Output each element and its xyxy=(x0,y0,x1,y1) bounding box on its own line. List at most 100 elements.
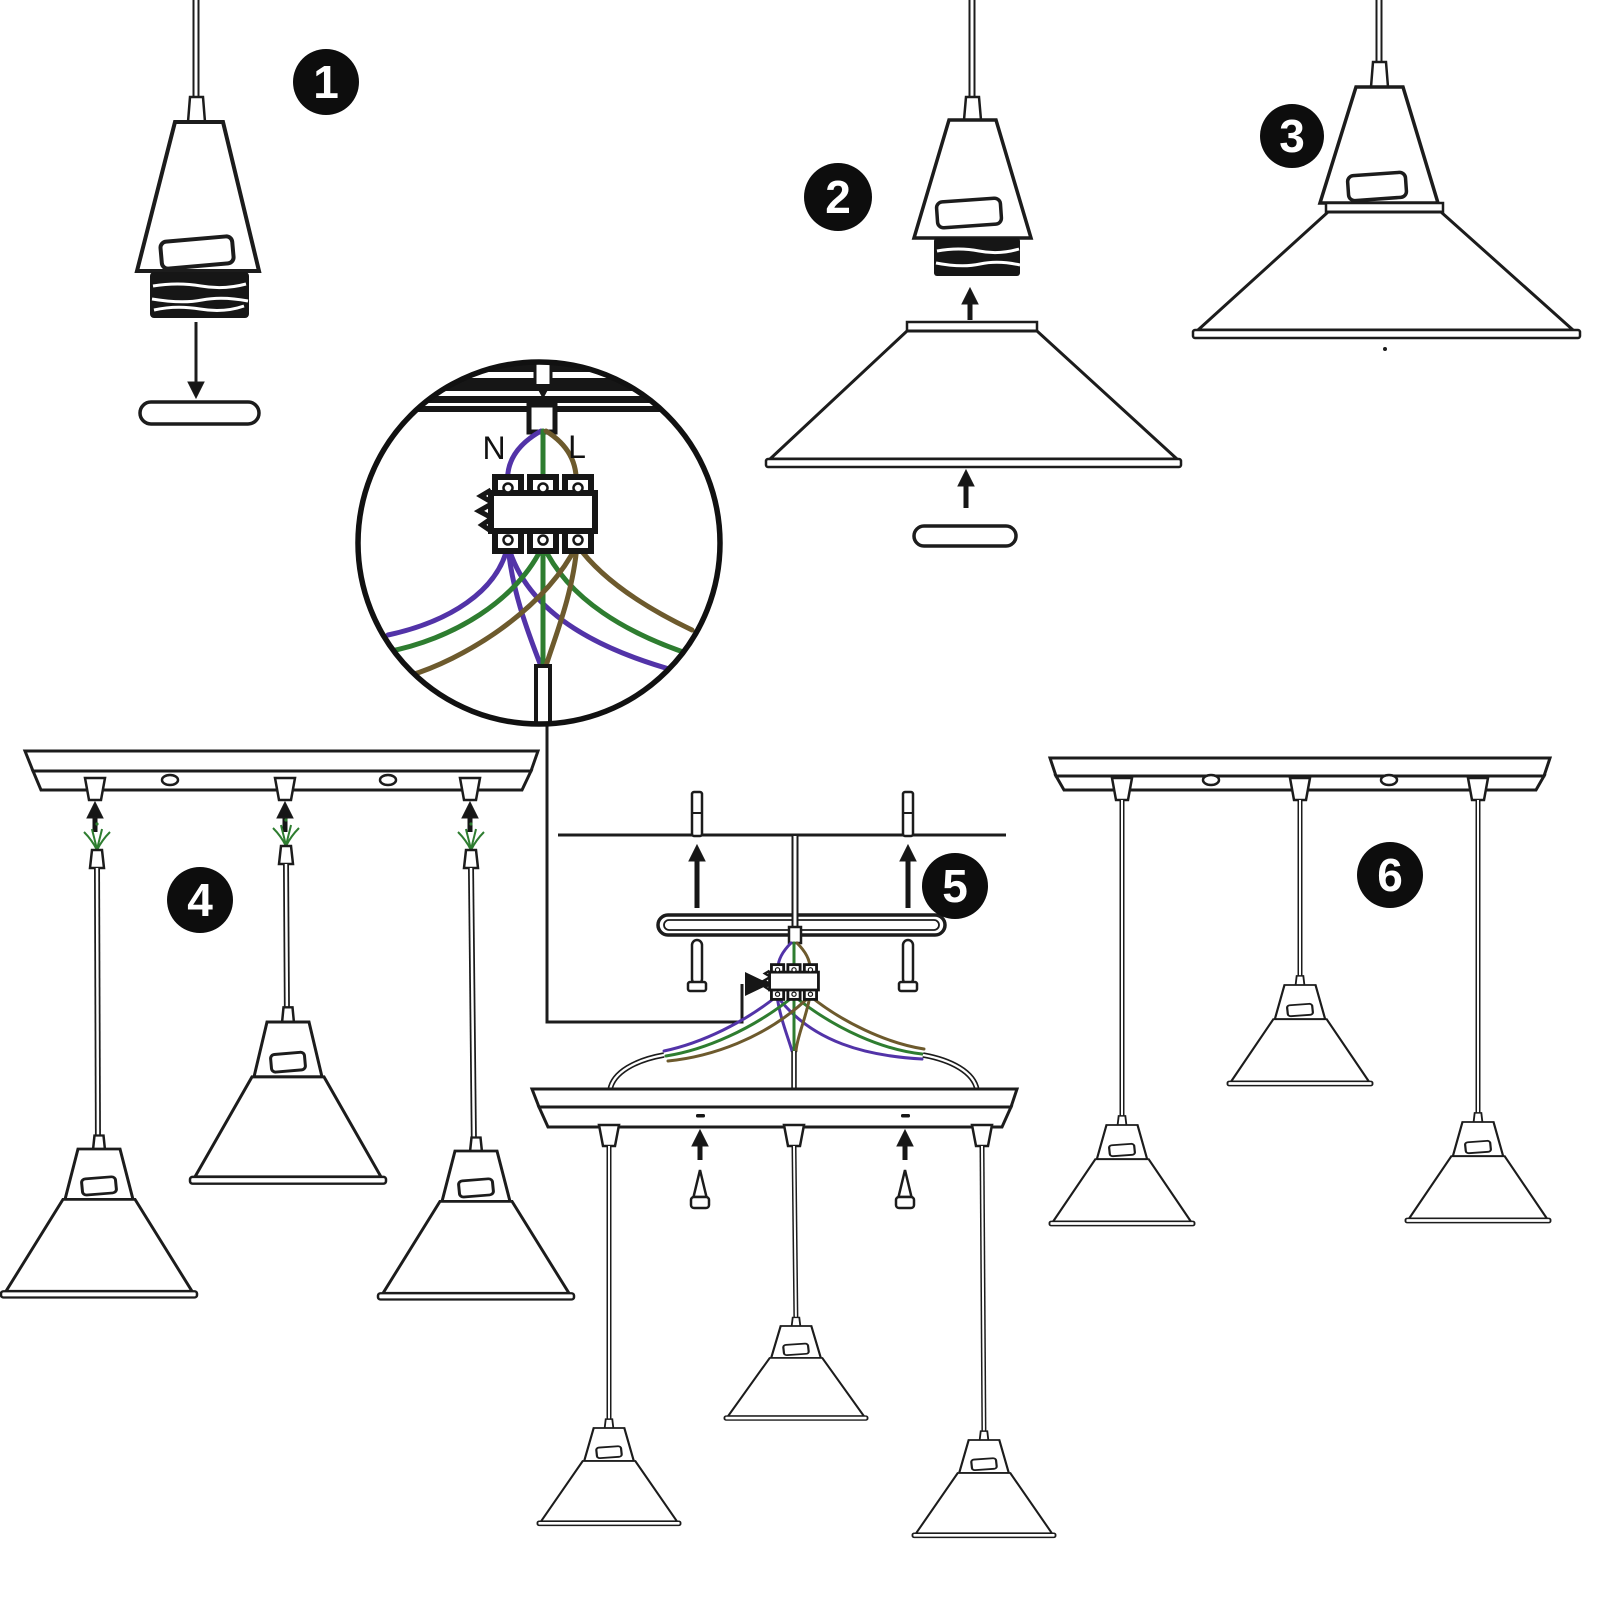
wire-live xyxy=(405,542,580,679)
ceiling-bar xyxy=(529,1087,1020,1148)
wire-earth xyxy=(540,542,695,658)
cord-grip-nipple xyxy=(597,1123,621,1148)
wire-live xyxy=(808,994,926,1051)
wire-neutral xyxy=(662,994,779,1053)
cord-grip xyxy=(1369,60,1390,89)
cable-end-block xyxy=(787,925,803,945)
step-badge-5: 5 xyxy=(922,853,988,919)
shade-rim xyxy=(1191,328,1582,340)
pendant-lamp xyxy=(536,1418,682,1527)
wire-earth xyxy=(383,542,546,655)
cord-grip-nipple xyxy=(458,776,482,802)
cord-grip-nipple xyxy=(83,776,107,802)
wire-neutral xyxy=(505,542,545,672)
step-badge-3: 3 xyxy=(1260,104,1324,168)
cord-grip xyxy=(186,95,207,124)
cord-grip-nipple xyxy=(1288,776,1312,802)
keyhole-slot xyxy=(378,773,398,787)
cord-grip-nipple xyxy=(273,776,297,802)
step6-group xyxy=(1047,756,1553,1227)
ceiling-bar xyxy=(22,749,541,802)
lamp-shade xyxy=(1194,210,1577,332)
keyhole-slot xyxy=(1201,773,1221,787)
pendant-lamp xyxy=(1048,1114,1196,1227)
arrow-up-icon xyxy=(86,801,104,832)
ceiling-bar xyxy=(1047,756,1553,802)
svg-text:4: 4 xyxy=(187,874,213,926)
bracket-screw xyxy=(686,938,708,993)
arrow-up-icon xyxy=(957,469,975,508)
shade-rim xyxy=(764,457,1183,469)
cord-grip-nipple xyxy=(970,1123,994,1148)
lamp-shade xyxy=(766,329,1181,461)
mounting-screw xyxy=(533,362,553,399)
arrow-up-icon xyxy=(899,844,917,908)
thread-block xyxy=(150,272,249,318)
keyhole-slot xyxy=(1379,773,1399,787)
step-badge-4: 4 xyxy=(167,867,233,933)
svg-text:1: 1 xyxy=(313,56,339,108)
arrow-up-icon xyxy=(461,801,479,832)
wire-earth xyxy=(664,994,796,1058)
pendant-lamp xyxy=(723,1316,869,1422)
socket-slot xyxy=(158,234,236,271)
cord-end-grip xyxy=(462,848,480,870)
wiring-inset: N L xyxy=(355,359,723,727)
shade-ring xyxy=(912,524,1018,548)
callout-arrow-icon xyxy=(745,972,770,996)
cord-entry-block xyxy=(526,402,558,435)
step-badge-1: 1 xyxy=(293,49,359,115)
callout-line xyxy=(545,726,770,1024)
wire-neutral xyxy=(505,542,679,674)
pendant-cord xyxy=(94,863,477,1153)
pendant-lamp xyxy=(1226,974,1374,1087)
svg-text:6: 6 xyxy=(1377,849,1403,901)
wire-live xyxy=(794,994,812,1053)
wire-live xyxy=(666,994,812,1063)
lamp-cord-section xyxy=(534,664,552,724)
live-label: L xyxy=(568,429,586,465)
cord-end-grip xyxy=(277,844,295,866)
arrow-down-icon xyxy=(187,322,205,399)
pendant-lamp xyxy=(0,1134,199,1299)
pendant-lamp xyxy=(911,1430,1057,1539)
step-badge-2: 2 xyxy=(804,163,872,231)
pendant-lamp xyxy=(1404,1111,1552,1224)
finial-screw xyxy=(894,1169,916,1210)
terminal-block xyxy=(479,477,595,551)
step2-group xyxy=(764,0,1183,548)
step5-group xyxy=(529,790,1057,1539)
wire-neutral xyxy=(385,542,511,638)
wire-live xyxy=(542,542,580,672)
lamp-cable xyxy=(607,1051,980,1091)
wire-live xyxy=(574,542,695,633)
ink-dot xyxy=(1383,347,1387,351)
cord-end-grip xyxy=(88,848,106,870)
ceiling-screw xyxy=(901,790,915,838)
step1-group xyxy=(134,0,262,426)
screw-hole xyxy=(696,1114,705,1118)
neutral-label: N xyxy=(482,430,505,466)
arrow-up-icon xyxy=(688,844,706,908)
arrow-up-icon xyxy=(961,287,979,320)
finial-screw xyxy=(689,1169,711,1210)
screw-hole xyxy=(901,1114,910,1118)
ceiling-screw xyxy=(690,790,704,838)
svg-text:2: 2 xyxy=(825,171,851,223)
step-badge-6: 6 xyxy=(1357,842,1423,908)
step4-group xyxy=(0,749,576,1301)
socket-slot xyxy=(934,196,1004,230)
socket-slot xyxy=(1345,170,1409,203)
step3-group xyxy=(1191,0,1582,351)
cord-grip xyxy=(962,95,983,122)
shade-ring xyxy=(138,400,261,426)
socket-cone xyxy=(134,120,262,273)
cord-grip-nipple xyxy=(1466,776,1490,802)
svg-text:5: 5 xyxy=(942,860,968,912)
cord-grip-nipple xyxy=(1110,776,1134,802)
pendant-cord xyxy=(1119,800,1481,1127)
bracket-screw xyxy=(897,938,919,993)
thread-block xyxy=(934,238,1021,276)
